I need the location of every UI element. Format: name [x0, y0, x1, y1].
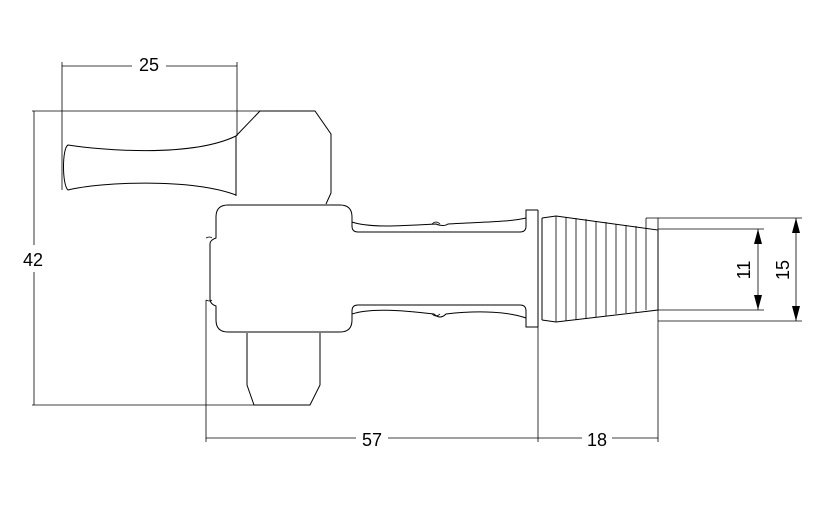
dim-label-body-length: 57: [362, 430, 382, 450]
dimension-thread-inner: 11: [658, 228, 764, 311]
dim-label-thread-length: 18: [587, 430, 607, 450]
hex-nut-top: [235, 110, 332, 205]
dim-label-overall-height: 42: [23, 250, 43, 270]
threaded-end: [537, 210, 659, 327]
valve-body: [205, 204, 538, 333]
dimension-thread-length: 18: [538, 310, 659, 450]
handle-lever: [63, 135, 237, 196]
dim-label-thread-inner: 11: [734, 261, 754, 280]
dimension-overall-height: 42: [23, 110, 315, 406]
dim-label-handle-width: 25: [139, 55, 159, 75]
dimension-handle-width: 25: [61, 55, 238, 190]
hex-nut-bottom: [246, 333, 321, 406]
dimension-thread-outer: 15: [658, 217, 802, 322]
dimension-body-length: 57: [205, 300, 539, 450]
dim-label-thread-outer: 15: [773, 260, 793, 280]
